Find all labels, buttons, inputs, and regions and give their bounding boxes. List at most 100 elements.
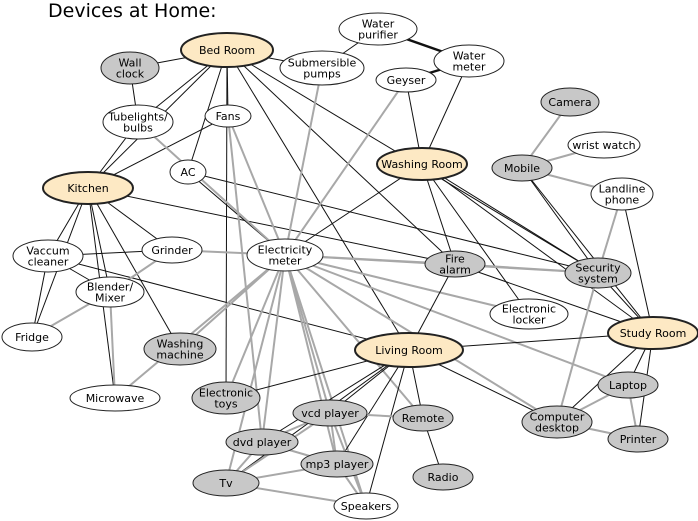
node-dvd-player: dvd player bbox=[225, 428, 299, 456]
node-label: pumps bbox=[303, 68, 341, 81]
node-camera: Camera bbox=[540, 87, 600, 117]
node-label: Mixer bbox=[95, 292, 125, 305]
node-label: wrist watch bbox=[572, 139, 635, 152]
node-shape bbox=[75, 276, 145, 308]
node-shape bbox=[1, 322, 63, 352]
node-shape bbox=[540, 87, 600, 117]
edge-kitchen-washing-machine bbox=[87, 187, 181, 350]
node-label: cleaner bbox=[28, 256, 69, 269]
node-microwave: Microwave bbox=[69, 384, 161, 412]
node-tubelights: Tubelights/bulbs bbox=[102, 104, 174, 140]
node-label: Computer bbox=[530, 411, 585, 424]
node-label: system bbox=[578, 273, 618, 286]
node-shape bbox=[191, 381, 261, 415]
edge-kitchen-fire-alarm bbox=[87, 187, 456, 265]
diagram-title: Devices at Home: bbox=[48, 0, 217, 22]
node-label: locker bbox=[512, 314, 546, 327]
edge-electricity-meter-remote bbox=[284, 254, 424, 419]
node-label: Printer bbox=[620, 433, 657, 446]
node-label: Blender/ bbox=[87, 281, 134, 294]
node-label: Microwave bbox=[86, 392, 145, 405]
node-label: Living Room bbox=[375, 344, 443, 357]
node-label: Kitchen bbox=[67, 182, 108, 195]
node-fans: Fans bbox=[204, 104, 252, 128]
node-shape bbox=[597, 371, 659, 399]
node-label: Fire bbox=[445, 253, 465, 266]
node-label: Tubelights/ bbox=[107, 111, 168, 124]
node-shape bbox=[424, 250, 486, 278]
node-shape bbox=[376, 147, 468, 181]
edge-landline-phone-study-room bbox=[621, 193, 654, 334]
edge-water-meter-washing-room bbox=[421, 60, 470, 165]
node-shape bbox=[567, 131, 641, 159]
edge-electricity-meter-electronic-locker bbox=[284, 254, 530, 315]
node-label: clock bbox=[116, 68, 145, 81]
node-label: Landline bbox=[599, 183, 646, 196]
node-shape bbox=[300, 450, 374, 478]
node-label: bulbs bbox=[123, 122, 153, 135]
node-shape bbox=[143, 332, 217, 366]
node-label: machine bbox=[156, 349, 204, 362]
node-shape bbox=[292, 399, 368, 427]
node-tv: Tv bbox=[192, 469, 260, 497]
node-shape bbox=[141, 236, 203, 264]
node-label: AC bbox=[180, 166, 195, 179]
edge-tubelights-electricity-meter bbox=[137, 121, 286, 256]
node-label: Washing bbox=[157, 338, 204, 351]
edge-blender-mixer-microwave bbox=[109, 291, 116, 399]
node-label: Mobile bbox=[504, 162, 540, 175]
node-label: Camera bbox=[548, 96, 591, 109]
node-label: purifier bbox=[358, 29, 398, 42]
node-label: Tv bbox=[218, 477, 233, 490]
edge-fans-dvd-player bbox=[227, 115, 263, 443]
node-shape bbox=[12, 239, 84, 273]
node-shape bbox=[102, 104, 174, 140]
node-mobile: Mobile bbox=[491, 154, 553, 182]
node-study-room: Study Room bbox=[607, 316, 698, 350]
node-shape bbox=[433, 44, 505, 78]
node-label: Water bbox=[453, 50, 486, 63]
node-label: Bed Room bbox=[199, 44, 255, 57]
node-shape bbox=[412, 463, 474, 491]
edge-washing-room-electricity-meter bbox=[284, 163, 423, 256]
node-shape bbox=[69, 384, 161, 412]
node-label: Wall bbox=[118, 57, 141, 70]
node-bed-room: Bed Room bbox=[180, 32, 274, 68]
edge-electricity-meter-microwave bbox=[114, 254, 286, 399]
node-remote: Remote bbox=[392, 404, 454, 432]
node-label: Vaccum bbox=[26, 245, 69, 258]
node-kitchen: Kitchen bbox=[42, 171, 134, 205]
edge-living-room-mp3-player bbox=[336, 349, 410, 465]
node-label: Laptop bbox=[609, 379, 647, 392]
node-label: Electronic bbox=[502, 303, 556, 316]
node-laptop: Laptop bbox=[597, 371, 659, 399]
node-shape bbox=[42, 171, 134, 205]
edge-electricity-meter-mp3-player bbox=[284, 254, 338, 465]
node-shape bbox=[100, 51, 160, 85]
node-shape bbox=[607, 316, 698, 350]
edge-mobile-study-room bbox=[521, 167, 654, 334]
edge-security-system-computer-desktop bbox=[556, 272, 599, 423]
node-shape bbox=[491, 154, 553, 182]
node-fridge: Fridge bbox=[1, 322, 63, 352]
edge-washing-room-electronic-locker bbox=[421, 163, 530, 315]
node-label: vcd player bbox=[301, 407, 359, 420]
node-label: Study Room bbox=[620, 327, 687, 340]
node-label: alarm bbox=[439, 264, 471, 277]
node-shape bbox=[246, 238, 324, 272]
node-shape bbox=[521, 405, 593, 439]
node-shape bbox=[204, 104, 252, 128]
node-label: phone bbox=[605, 194, 640, 207]
edge-bed-room-electronic-toys bbox=[225, 49, 228, 399]
edge-geyser-electricity-meter bbox=[284, 79, 407, 256]
